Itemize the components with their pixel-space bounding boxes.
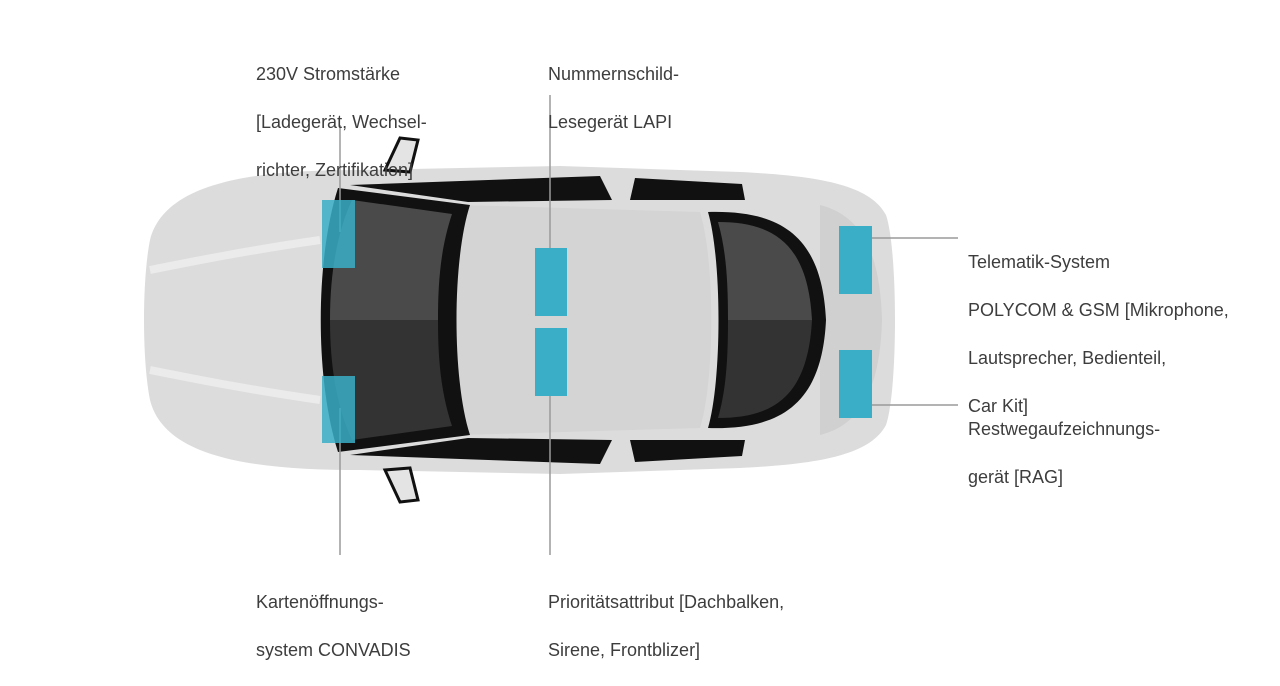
marker-power: [322, 200, 355, 268]
side-window-top-rear: [630, 178, 745, 200]
label-lapi-line-2: Lesegerät LAPI: [548, 112, 673, 132]
label-telematik-line-3: Lautsprecher, Bedienteil,: [968, 348, 1167, 368]
label-telematik: Telematik-System POLYCOM & GSM [Mikropho…: [968, 226, 1229, 442]
marker-rag: [839, 350, 872, 418]
label-power-line-2: [Ladegerät, Wechsel-: [256, 112, 427, 132]
car-top-view-diagram: [144, 95, 958, 555]
label-rag: Restwegaufzeichnungs- gerät [RAG]: [968, 393, 1160, 513]
marker-telematik: [839, 226, 872, 294]
label-convadis-line-2: system CONVADIS: [256, 640, 411, 660]
rear-window: [708, 211, 826, 429]
marker-priority: [535, 328, 567, 396]
windshield-glass-top: [330, 200, 452, 320]
marker-lapi: [535, 248, 567, 316]
label-telematik-line-1: Telematik-System: [968, 252, 1111, 272]
car-roof: [451, 205, 712, 435]
rear-window-glass-top: [718, 222, 812, 320]
label-lapi: Nummernschild- Lesegerät LAPI: [548, 38, 679, 158]
car-hood-crease-top: [149, 236, 321, 274]
label-power-line-3: richter, Zertifikation]: [256, 160, 414, 180]
label-lapi-line-1: Nummernschild-: [548, 64, 680, 84]
side-window-bottom: [350, 438, 612, 464]
mirror-right-icon: [382, 466, 420, 504]
mirror-left-icon: [382, 136, 420, 174]
label-convadis-line-1: Kartenöffnungs-: [256, 592, 384, 612]
marker-convadis: [322, 376, 355, 443]
windshield-glass-bottom: [330, 320, 452, 440]
label-convadis: Kartenöffnungs- system CONVADIS: [256, 566, 411, 686]
label-power-line-1: 230V Stromstärke: [256, 64, 401, 84]
side-window-bottom-rear: [630, 440, 745, 462]
label-priority-line-1: Prioritätsattribut [Dachbalken,: [548, 592, 785, 612]
equipment-markers: [322, 200, 872, 443]
rear-window-glass-bottom: [718, 320, 812, 418]
windshield: [320, 188, 470, 452]
car-hood-crease-bottom: [149, 366, 321, 404]
label-priority-line-2: Sirene, Frontblizer]: [548, 640, 701, 660]
label-telematik-line-2: POLYCOM & GSM [Mikrophone,: [968, 300, 1229, 320]
label-rag-line-2: gerät [RAG]: [968, 467, 1064, 487]
label-priority: Prioritätsattribut [Dachbalken, Sirene, …: [548, 566, 784, 686]
label-rag-line-1: Restwegaufzeichnungs-: [968, 419, 1161, 439]
side-window-top: [350, 176, 612, 202]
label-power: 230V Stromstärke [Ladegerät, Wechsel- ri…: [256, 38, 427, 206]
label-telematik-line-4: Car Kit]: [968, 396, 1029, 416]
